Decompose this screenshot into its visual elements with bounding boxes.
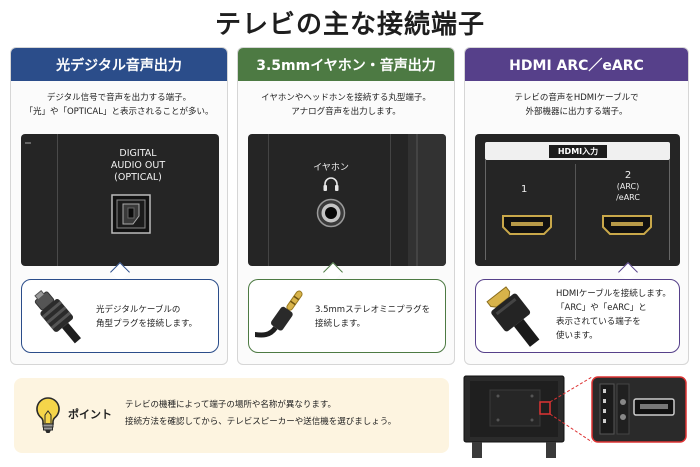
page-title: テレビの主な接続端子 xyxy=(214,10,485,40)
card-hdmi: HDMI ARC／eARC テレビの音声をHDMIケーブルで 外部機器に出力する… xyxy=(464,47,689,365)
desc-line: イヤホンやヘッドホンを接続する丸型端子。 xyxy=(261,93,431,103)
callout-text-earphone: 3.5mmステレオミニプラグを 接続します。 xyxy=(315,305,431,329)
callout-text-hdmi: HDMIケーブルを接続します。 「ARC」や「eARC」と 表示されている端子を… xyxy=(556,289,671,341)
lightbulb-icon xyxy=(36,397,60,433)
card-optical: 光デジタル音声出力 デジタル信号で音声を出力する端子。 「光」や「OPTICAL… xyxy=(10,47,228,365)
mini-jack-icon xyxy=(316,198,346,228)
card-earphone: 3.5mmイヤホン・音声出力 イヤホンやヘッドホンを接続する丸型端子。 アナログ… xyxy=(237,47,455,365)
hdmi-port-icon xyxy=(602,215,652,235)
headphone-icon xyxy=(323,177,339,191)
callout-text-optical: 光デジタルケーブルの 角型プラグを接続します。 xyxy=(96,305,198,329)
mini-plug-icon xyxy=(255,290,303,338)
tip-label: ポイント xyxy=(68,408,112,421)
panel-label-earphone: イヤホン xyxy=(313,163,349,173)
callout-hdmi: HDMIケーブルを接続します。 「ARC」や「eARC」と 表示されている端子を… xyxy=(475,279,680,353)
card-description-earphone: イヤホンやヘッドホンを接続する丸型端子。 アナログ音声を出力します。 xyxy=(238,91,454,119)
desc-line: 外部機器に出力する端子。 xyxy=(525,107,628,117)
card-header-optical: 光デジタル音声出力 xyxy=(11,48,227,81)
desc-line: アナログ音声を出力します。 xyxy=(291,107,401,117)
hdmi-input-badge: HDMI入力 xyxy=(549,145,607,158)
desc-line: 「光」や「OPTICAL」と表示されることが多い。 xyxy=(24,107,214,117)
optical-plug-icon xyxy=(34,289,81,344)
tv-panel-hdmi: HDMI入力 1 2 (ARC) /eARC xyxy=(475,134,680,266)
hdmi-port-label-1: 1 xyxy=(521,184,528,195)
tv-back-icon xyxy=(463,375,687,458)
card-header-earphone: 3.5mmイヤホン・音声出力 xyxy=(238,48,454,81)
desc-line: テレビの音声をHDMIケーブルで xyxy=(514,93,639,103)
tv-panel-earphone: イヤホン xyxy=(248,134,446,266)
tip-box: ポイント テレビの機種によって端子の場所や名称が異なります。 接続方法を確認して… xyxy=(14,378,449,453)
optical-port-icon xyxy=(111,194,151,234)
tv-panel-optical: DIGITAL AUDIO OUT (OPTICAL) xyxy=(21,134,219,266)
hdmi-port-label-2: 2 (ARC) /eARC xyxy=(616,170,640,202)
card-description-hdmi: テレビの音声をHDMIケーブルで 外部機器に出力する端子。 xyxy=(465,91,688,119)
card-header-hdmi: HDMI ARC／eARC xyxy=(465,48,688,81)
card-description-optical: デジタル信号で音声を出力する端子。 「光」や「OPTICAL」と表示されることが… xyxy=(11,91,227,119)
zoom-inset-icon xyxy=(591,376,687,443)
panel-label-optical: DIGITAL AUDIO OUT (OPTICAL) xyxy=(110,148,166,183)
hdmi-plug-icon xyxy=(486,286,540,347)
callout-earphone: 3.5mmステレオミニプラグを 接続します。 xyxy=(248,279,446,353)
callout-optical: 光デジタルケーブルの 角型プラグを接続します。 xyxy=(21,279,219,353)
tip-text: テレビの機種によって端子の場所や名称が異なります。 接続方法を確認してから、テレ… xyxy=(125,400,397,427)
desc-line: デジタル信号で音声を出力する端子。 xyxy=(46,93,192,103)
hdmi-port-icon xyxy=(502,215,552,235)
